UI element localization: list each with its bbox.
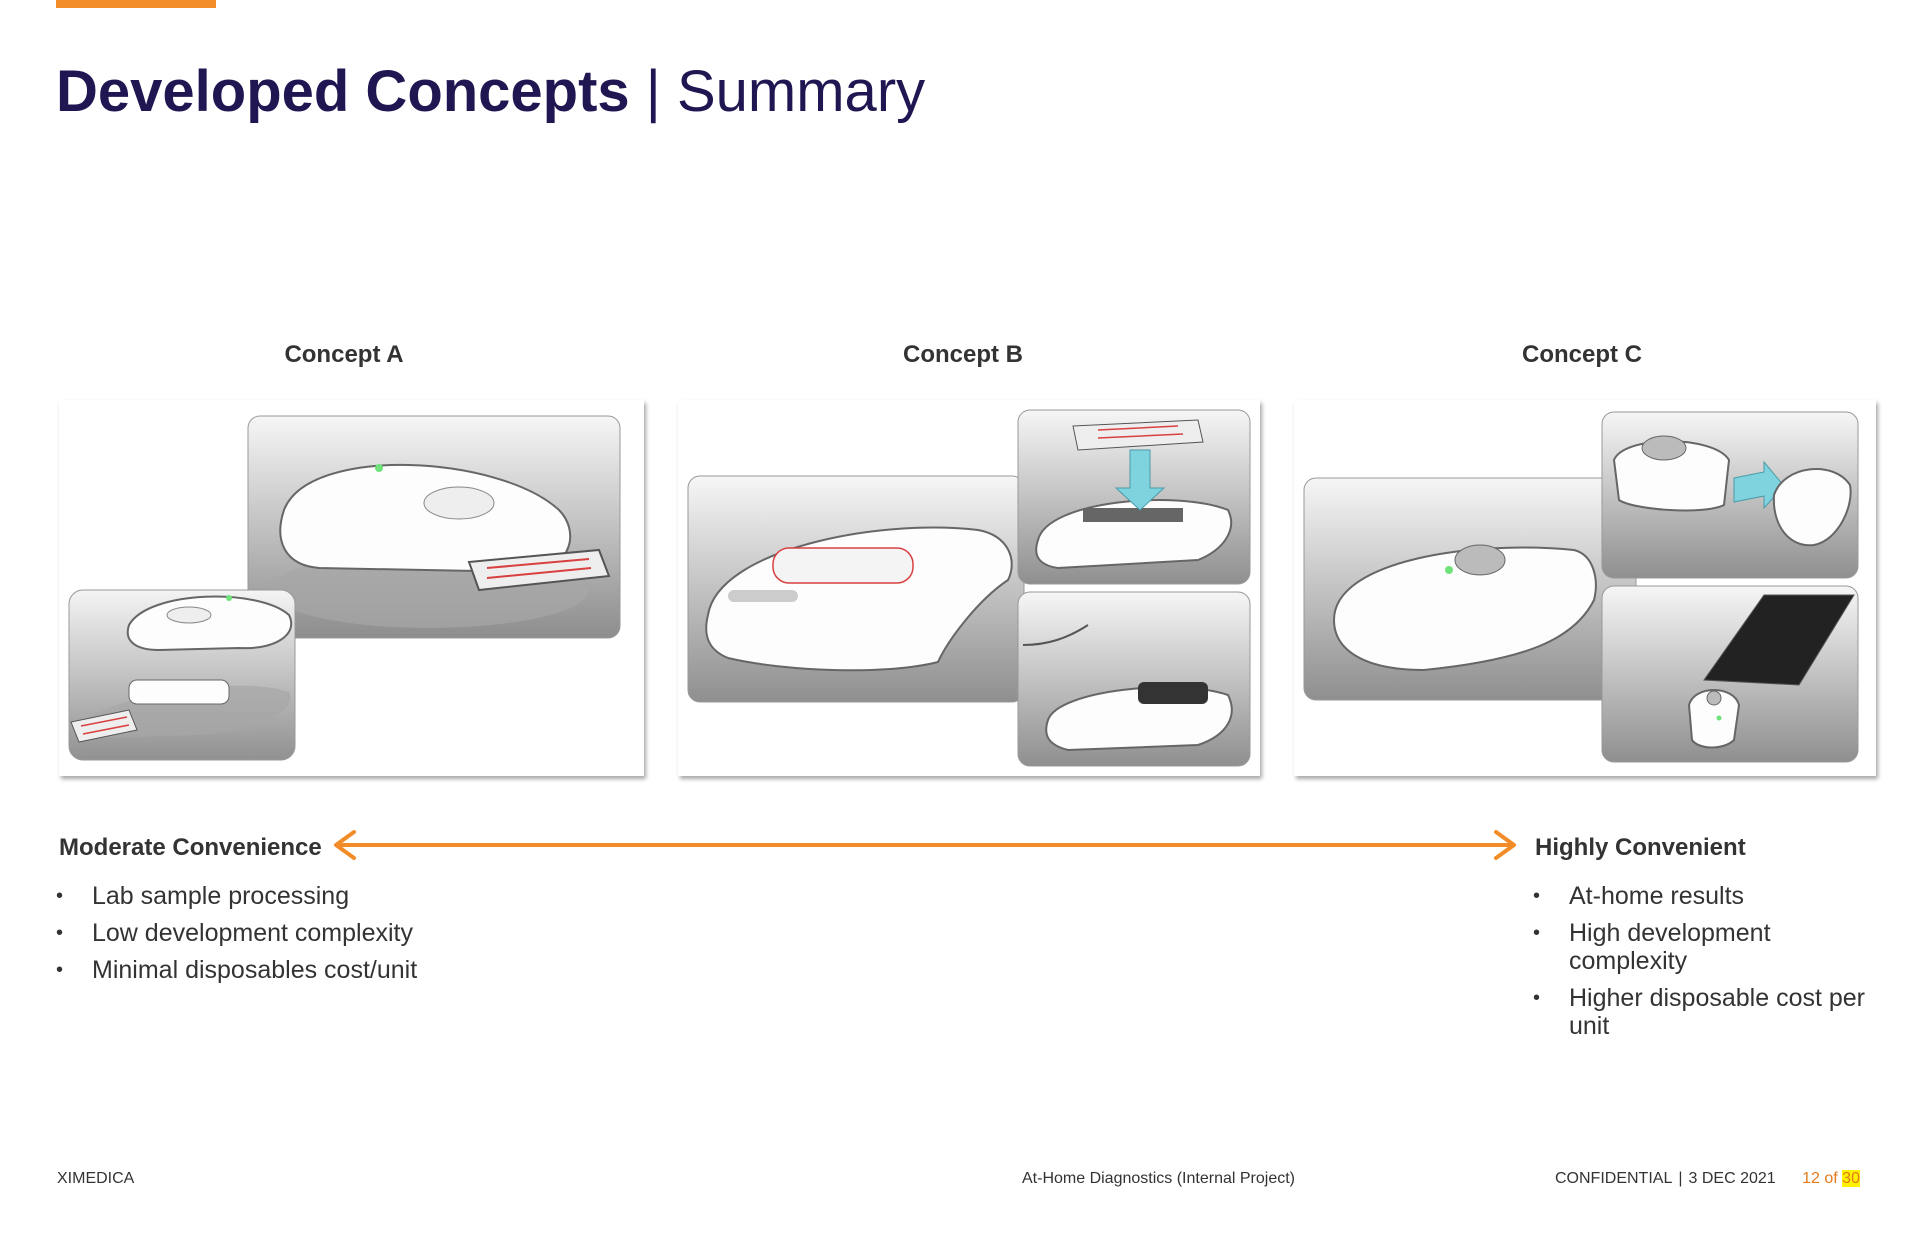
footer-meta: CONFIDENTIAL | 3 DEC 2021 12 of 30 — [1555, 1170, 1860, 1188]
concept-c-illustration — [1303, 411, 1859, 763]
list-item: Higher disposable cost per unit — [1533, 984, 1878, 1040]
concept-a-illustration — [68, 415, 621, 761]
page-title: Developed Concepts | Summary — [56, 56, 925, 128]
page-title-bold: Developed Concepts — [56, 59, 630, 124]
indicator-led — [375, 464, 383, 472]
page-title-separator: | — [629, 59, 677, 124]
page-title-light: Summary — [676, 59, 926, 124]
concept-a-panel — [59, 400, 644, 776]
list-item: Lab sample processing — [56, 882, 516, 910]
concept-b-panel — [678, 400, 1260, 776]
device-shell — [1332, 546, 1597, 672]
accent-bar — [56, 0, 216, 8]
concept-c-label: Concept C — [1522, 341, 1642, 368]
hand-sketch — [1022, 624, 1089, 646]
concept-c-panel — [1294, 400, 1876, 776]
footer-company: XIMEDICA — [57, 1170, 135, 1187]
down-arrow-icon — [1114, 449, 1166, 511]
phone-shape — [1703, 594, 1855, 686]
list-item: Low development complexity — [56, 919, 516, 947]
concept-b-illustration — [687, 409, 1251, 767]
left-bullet-list: Lab sample processing Low development co… — [56, 882, 516, 993]
scale-left-label: Moderate Convenience — [59, 834, 322, 861]
list-item: High development complexity — [1533, 919, 1878, 975]
page-total: 30 — [1842, 1170, 1860, 1187]
page-number: 12 of 30 — [1802, 1170, 1860, 1187]
page-current: 12 of — [1802, 1170, 1838, 1187]
list-item: At-home results — [1533, 882, 1878, 910]
footer-project: At-Home Diagnostics (Internal Project) — [1022, 1170, 1295, 1187]
indicator-led — [1445, 566, 1453, 574]
concept-b-label: Concept B — [903, 341, 1023, 368]
footer-separator: | — [1678, 1170, 1683, 1187]
scale-right-label: Highly Convenient — [1535, 834, 1746, 861]
footer-date: 3 DEC 2021 — [1688, 1170, 1776, 1187]
double-arrow-icon — [334, 830, 1516, 860]
footer-confidential: CONFIDENTIAL — [1555, 1170, 1673, 1187]
device-shell — [279, 463, 572, 574]
concept-a-label: Concept A — [284, 341, 404, 368]
right-bullet-list: At-home results High development complex… — [1533, 882, 1878, 1049]
list-item: Minimal disposables cost/unit — [56, 956, 516, 984]
